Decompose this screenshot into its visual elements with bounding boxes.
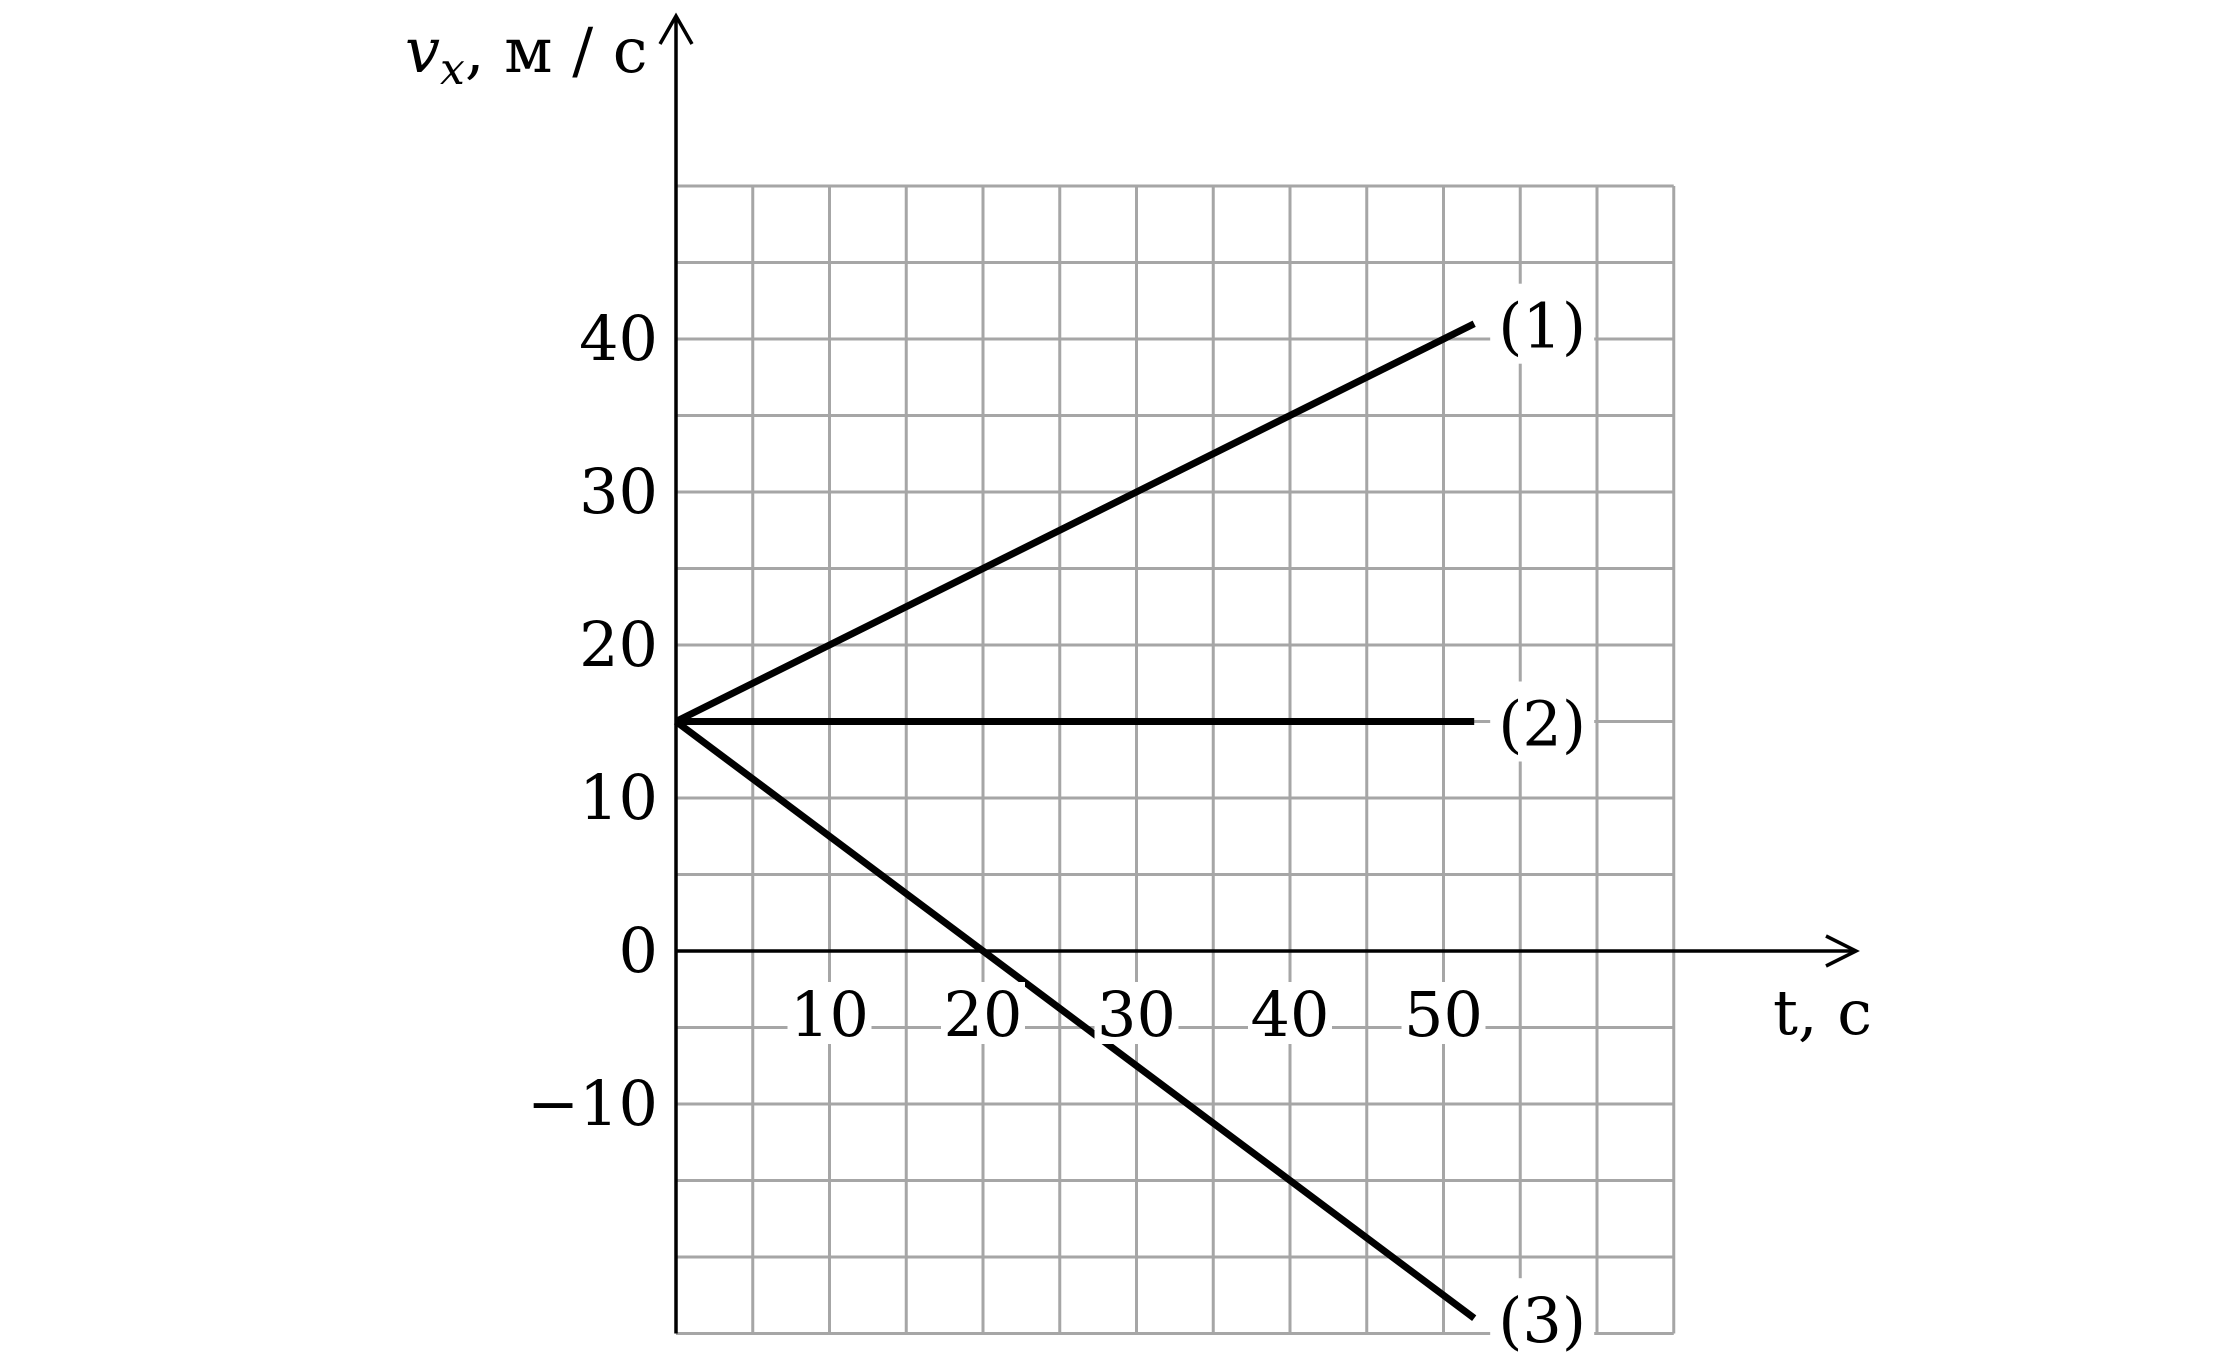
series-label-3: (3) (1498, 1284, 1586, 1357)
x-tick-label-bg (941, 982, 1025, 1044)
y-tick-label: 40 (579, 302, 658, 375)
y-tick-label: 20 (579, 608, 658, 681)
series-label-bg (1490, 283, 1595, 364)
x-axis-label: t, с (1773, 976, 1872, 1049)
x-tick-label-bg (1401, 982, 1486, 1044)
labels: 10 20 30 40 50 −10 0 10 20 30 40 t, с vx, м / с (1) (2… (405, 14, 1872, 1359)
series-label-2: (2) (1498, 688, 1586, 761)
y-tick-label: 10 (579, 761, 658, 834)
x-axis-arrow (1825, 934, 1860, 968)
x-tick-label: 10 (790, 978, 869, 1051)
series-label-bg (1490, 1278, 1595, 1359)
x-tick-label: 40 (1251, 978, 1330, 1051)
x-tick-label-bg (787, 982, 872, 1044)
y-tick-label: −10 (527, 1067, 658, 1140)
x-tick-label-bg (1094, 982, 1179, 1044)
series-line-3 (673, 718, 1477, 1322)
series-label-bg (1490, 681, 1595, 762)
x-tick-label: 30 (1097, 978, 1176, 1051)
y-axis-arrow (658, 12, 694, 45)
series-line-1 (674, 320, 1476, 725)
y-tick-label: 0 (619, 914, 658, 987)
y-tick-label: 30 (579, 455, 658, 528)
series-label-1: (1) (1498, 290, 1586, 363)
series-lines (673, 320, 1477, 1322)
y-axis-label: vx, м / с (405, 14, 648, 95)
x-tick-label: 50 (1404, 978, 1483, 1051)
axes (658, 12, 1860, 1334)
x-tick-label: 20 (944, 978, 1023, 1051)
x-tick-label-bg (1248, 982, 1332, 1044)
